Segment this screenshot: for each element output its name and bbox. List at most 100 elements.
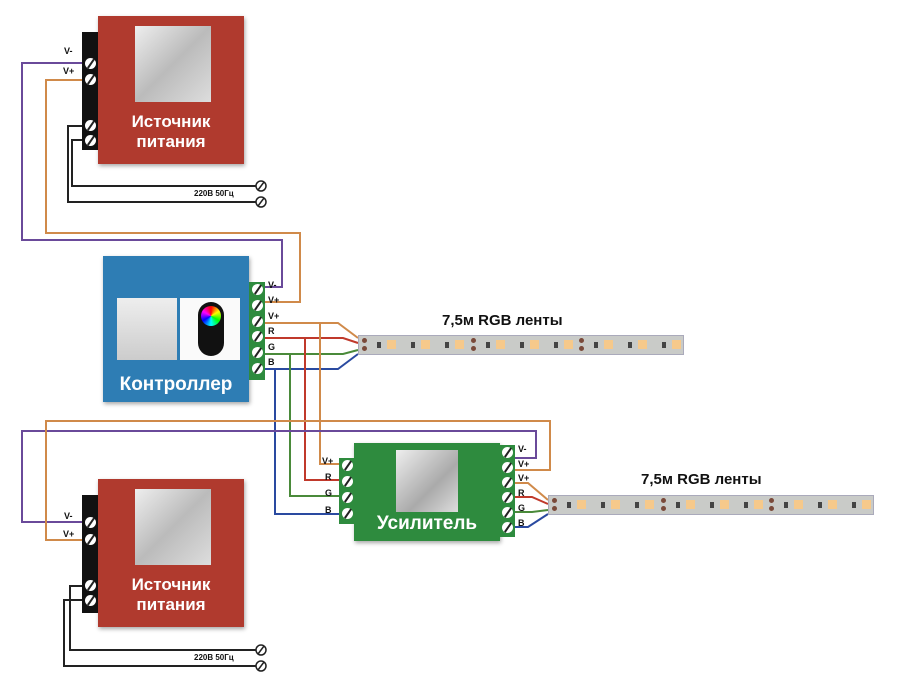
solder-pad (362, 346, 367, 351)
controller-title: Контроллер (119, 374, 233, 395)
resistor (635, 502, 639, 508)
resistor (567, 502, 571, 508)
led-chip (604, 340, 614, 349)
amplifier-input-terminal-block (339, 458, 355, 524)
resistor (743, 502, 748, 508)
resistor (818, 502, 823, 508)
wire-ctrl-b (265, 353, 359, 370)
amp-out-label-v-minus: V- (518, 444, 527, 454)
wire-amp-out-r (514, 496, 549, 505)
screw-icon (252, 347, 263, 358)
screw-icon (252, 331, 263, 342)
led-chip (672, 340, 682, 349)
amp-out-label-v-plus-1: V+ (518, 459, 530, 469)
amp-out-label-r: R (518, 488, 525, 498)
wire-amp-in-g (289, 354, 340, 497)
psu-top-v-plus-label: V+ (63, 66, 75, 76)
resistor (784, 502, 789, 508)
ctrl-label-g: G (268, 342, 276, 352)
wire-ctrl-g (265, 349, 359, 355)
amp-in-label-v-plus: V+ (322, 456, 334, 466)
screw-icon (252, 316, 263, 327)
power-supply-top: Источник питания (98, 16, 244, 164)
strip2-label: 7,5м RGB ленты (641, 471, 762, 488)
resistor (519, 342, 524, 348)
led-chip (495, 340, 505, 349)
psu-bottom-v-plus-label: V+ (63, 529, 75, 539)
ctrl-label-b: B (268, 357, 275, 367)
solder-pad (552, 498, 557, 503)
wire-amp-out-g (514, 509, 549, 513)
led-chip (685, 500, 695, 509)
solder-pad (552, 506, 557, 511)
screw-icon (85, 58, 96, 69)
power-supply-bottom: Источник питания (98, 479, 244, 627)
wire-psu2-v-minus (21, 430, 537, 523)
resistor (594, 342, 599, 348)
amplifier: Усилитель (354, 443, 500, 541)
wire-psu1-mains-2 (71, 139, 256, 187)
led-chip (794, 500, 804, 509)
led-chip (645, 500, 654, 509)
led-chip (719, 500, 729, 509)
power-supply-photo (135, 489, 211, 565)
led-chip (828, 500, 838, 509)
controller-photo (117, 298, 177, 360)
led-chip (529, 340, 539, 349)
wire-amp-in-r (304, 338, 340, 481)
ctrl-label-v-plus-2: V+ (268, 311, 280, 321)
wire-psu2-v-plus (45, 420, 551, 541)
solder-pad (579, 338, 585, 343)
screw-icon (85, 135, 96, 146)
solder-pad (470, 346, 476, 351)
resistor (377, 342, 381, 348)
wire-amp-in-v-plus (319, 323, 340, 465)
screw-icon (85, 120, 96, 131)
amp-in-label-r: R (325, 472, 332, 482)
psu-bottom-v-minus-label: V- (64, 511, 73, 521)
amp-in-label-g: G (325, 488, 333, 498)
solder-pad (362, 338, 367, 343)
led-strip-2 (548, 495, 874, 515)
controller: Контроллер (103, 256, 249, 402)
amp-in-label-b: B (325, 505, 332, 515)
wire-amp-out-b (514, 513, 549, 528)
remote-icon (198, 302, 224, 356)
screw-icon (502, 507, 513, 518)
resistor (485, 342, 490, 348)
screw-icon (502, 447, 513, 458)
screw-icon (85, 517, 96, 528)
led-chip (387, 340, 396, 349)
resistor (675, 502, 680, 508)
led-chip (753, 500, 763, 509)
psu-top-mains-label: 220В 50Гц (194, 189, 234, 198)
solder-pad (660, 506, 666, 511)
amplifier-output-terminal-block (499, 445, 515, 537)
resistor (601, 502, 605, 508)
amp-out-label-g: G (518, 503, 526, 513)
resistor (852, 502, 857, 508)
resistor (662, 342, 667, 348)
amp-out-label-v-plus-2: V+ (518, 473, 530, 483)
solder-pad (579, 346, 585, 351)
psu-bottom-terminal-block (82, 495, 98, 613)
amp-out-label-b: B (518, 518, 525, 528)
wire-amp-in-b (274, 369, 340, 515)
wire-psu2-mains-2 (63, 599, 256, 667)
ctrl-label-v-minus: V- (268, 280, 277, 290)
resistor (411, 342, 415, 348)
psu-bottom-mains-label: 220В 50Гц (194, 653, 234, 662)
wire-ctrl-r (265, 337, 359, 344)
led-chip (563, 340, 573, 349)
screw-icon (342, 492, 353, 503)
screw-icon (502, 492, 513, 503)
wire-amp-out-v-plus (514, 482, 549, 501)
amplifier-title: Усилитель (376, 513, 478, 534)
solder-pad (470, 338, 476, 343)
screw-icon (502, 462, 513, 473)
resistor (445, 342, 449, 348)
psu-top-terminal-block (82, 32, 98, 150)
wire-psu2-mains-1 (69, 585, 256, 651)
led-chip (421, 340, 430, 349)
